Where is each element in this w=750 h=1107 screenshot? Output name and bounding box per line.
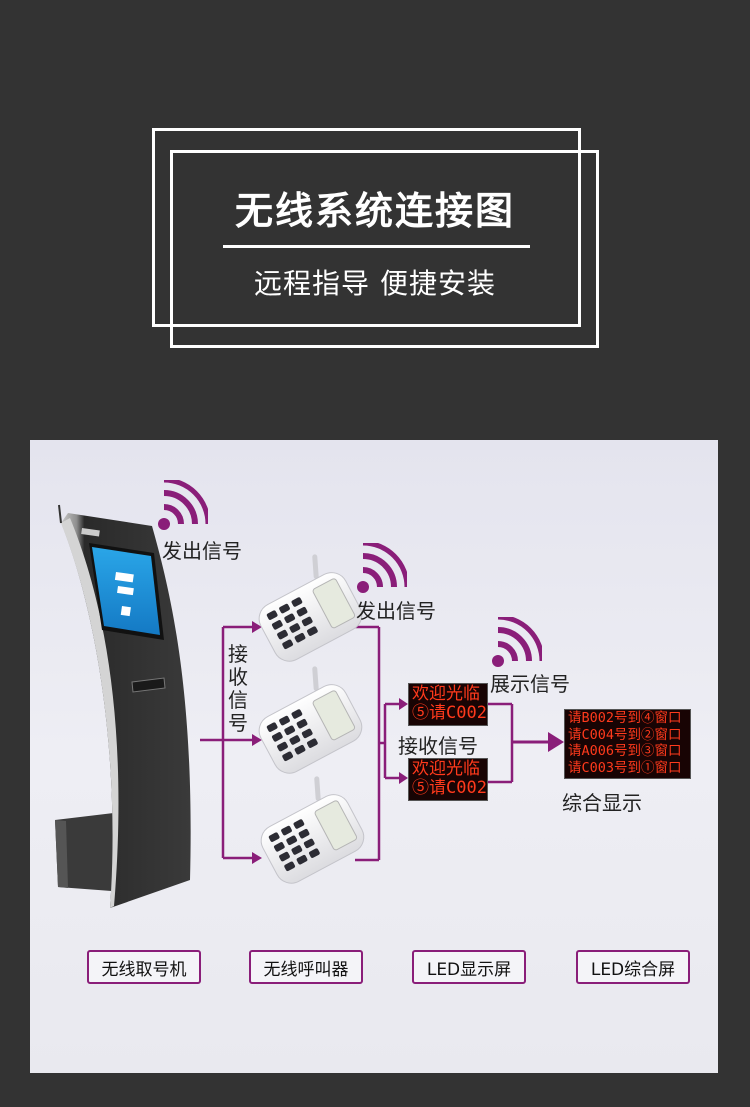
wireless-pager [258, 666, 363, 774]
led-line: 欢迎光临 [412, 759, 480, 779]
title-divider [223, 245, 530, 248]
ticket-kiosk [55, 504, 191, 908]
led-line: 请C004号到②窗口 [568, 726, 682, 743]
page-subtitle: 远程指导 便捷安装 [254, 267, 496, 300]
diagram-panel: 发出信号 发出信号 展示信号 接 收 信 号 接收信号 综合显示 欢迎光临 ⑤请… [30, 440, 718, 1073]
led-combined-screen: 请B002号到④窗口 请C004号到②窗口 请A006号到③窗口 请C003号到… [564, 709, 691, 779]
led-line: 请A006号到③窗口 [568, 743, 682, 759]
led-line: 请B002号到④窗口 [568, 710, 682, 726]
tag-wireless-ticket-machine: 无线取号机 [87, 950, 201, 984]
led-line: ⑤请C002 [412, 703, 487, 723]
wifi-signal-icon [492, 617, 542, 667]
wireless-pager [258, 554, 363, 662]
receive-signal-vertical-label: 接 收 信 号 [228, 642, 248, 735]
tag-led-display: LED显示屏 [412, 950, 526, 984]
page-title: 无线系统连接图 [234, 189, 515, 233]
led-line: ⑤请C002 [412, 778, 487, 798]
tag-wireless-pager: 无线呼叫器 [249, 950, 363, 984]
display-signal-label: 展示信号 [490, 672, 570, 696]
send-signal-label: 发出信号 [162, 539, 242, 563]
receive-signal-label: 接收信号 [398, 734, 478, 758]
combined-display-label: 综合显示 [562, 791, 642, 815]
wifi-signal-icon [158, 480, 208, 530]
led-line: 请C003号到①窗口 [568, 759, 682, 776]
led-display-screen: 欢迎光临 ⑤请C002 [408, 758, 488, 801]
title-frame-back [152, 128, 581, 327]
send-signal-label: 发出信号 [356, 599, 436, 623]
wifi-signal-icon [357, 543, 407, 593]
diagram-graphics [55, 504, 564, 908]
wireless-pager [260, 776, 365, 884]
signal-connector-lines [200, 621, 564, 864]
led-display-screen: 欢迎光临 ⑤请C002 [408, 683, 488, 726]
led-line: 欢迎光临 [412, 684, 480, 704]
tag-led-combined-screen: LED综合屏 [576, 950, 690, 984]
title-frame-front [170, 150, 599, 348]
